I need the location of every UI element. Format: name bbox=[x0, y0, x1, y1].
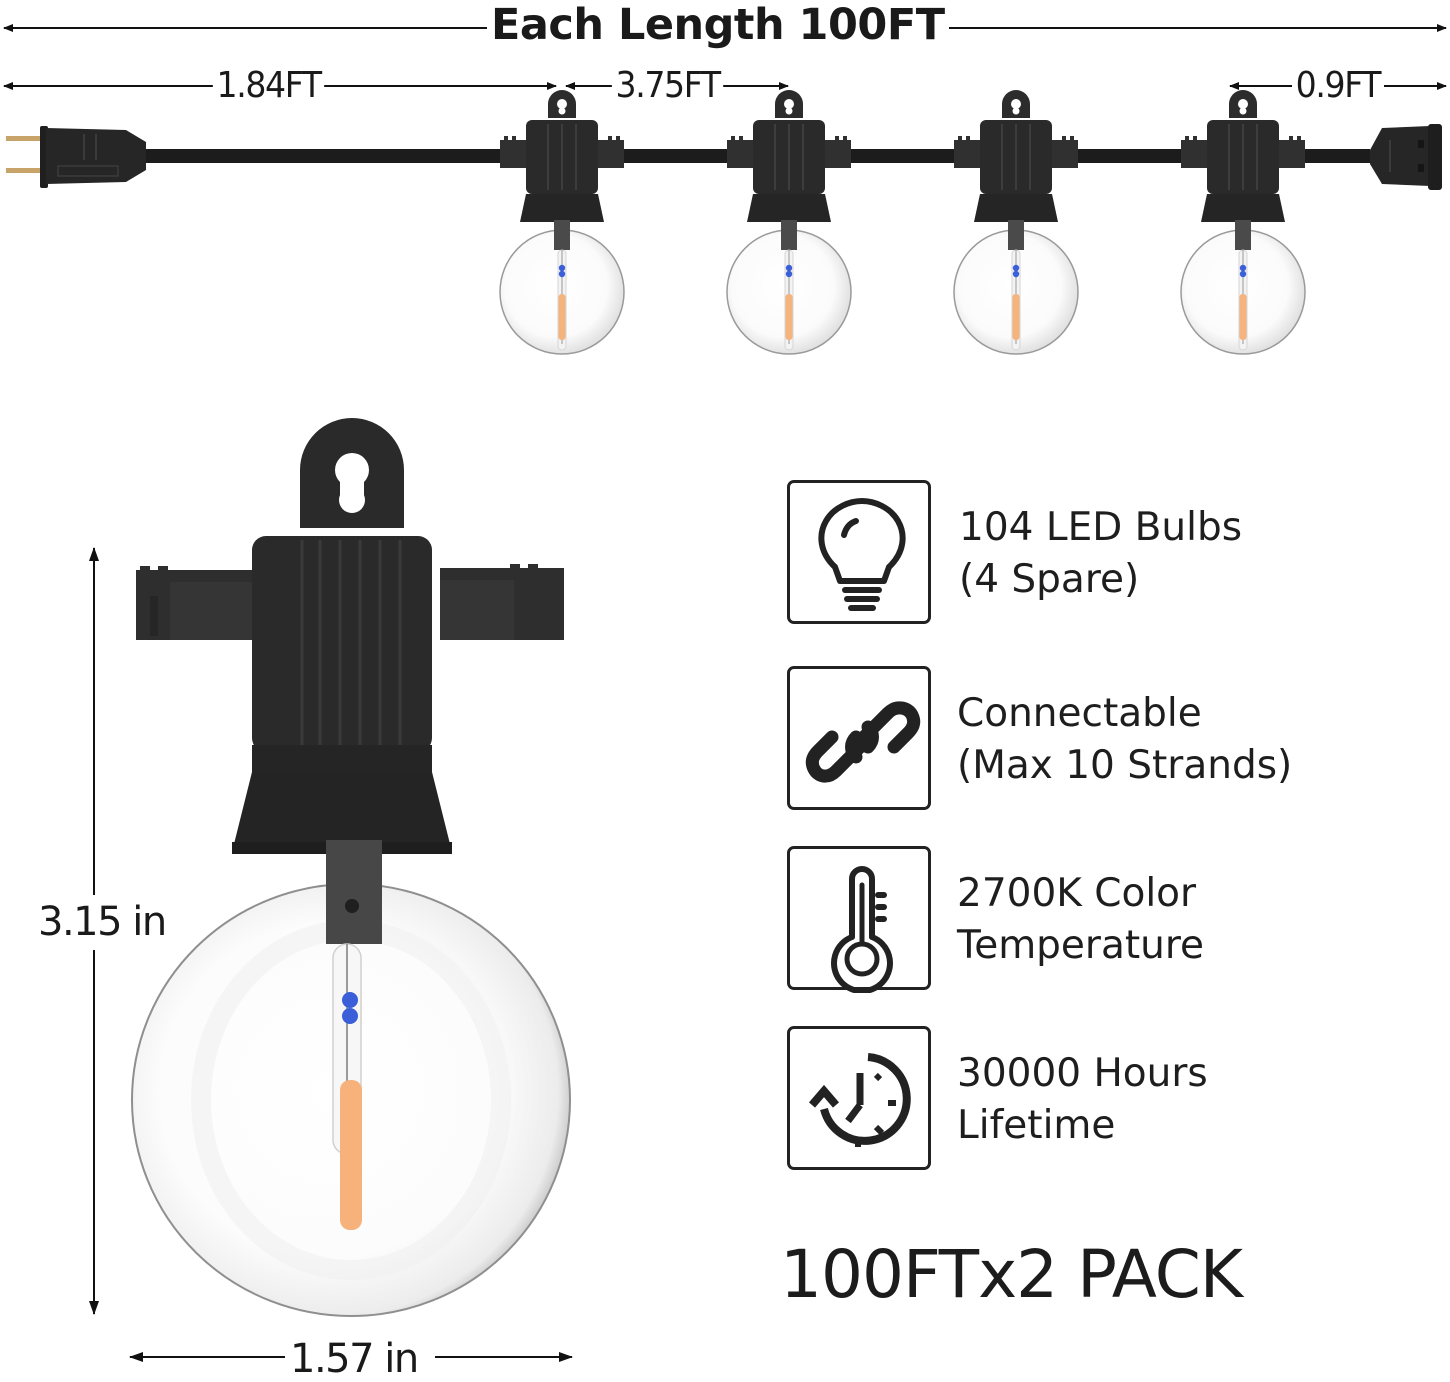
large-bulb-illustration bbox=[89, 418, 573, 1362]
strand-illustration bbox=[3, 24, 1447, 355]
feature-line-1: 2700K Color bbox=[957, 871, 1197, 916]
feature-line-2: Temperature bbox=[957, 923, 1205, 968]
feature-icon-frame bbox=[787, 480, 931, 624]
total-length-label: Each Length 100FT bbox=[487, 4, 949, 47]
feature-icon-frame bbox=[787, 1026, 931, 1170]
feature-color-temperature: 2700K Color Temperature bbox=[787, 846, 1307, 994]
feature-lifetime: 30000 Hours Lifetime bbox=[787, 1026, 1307, 1174]
feature-connectable: Connectable (Max 10 Strands) bbox=[787, 666, 1307, 814]
feature-line-1: 30000 Hours bbox=[957, 1051, 1208, 1096]
bulb-closeup: 3.15 in 1.57 in bbox=[0, 400, 640, 1379]
thermometer-icon bbox=[831, 866, 893, 993]
bulb-height-label: 3.15 in bbox=[34, 902, 170, 942]
feature-icon-frame bbox=[787, 846, 931, 993]
feature-line-1: 104 LED Bulbs bbox=[959, 505, 1243, 550]
feature-text: 2700K Color Temperature bbox=[957, 868, 1204, 972]
female-plug bbox=[1370, 124, 1442, 190]
feature-line-1: Connectable bbox=[957, 691, 1202, 736]
chain-link-icon bbox=[805, 701, 921, 783]
plug-to-first-bulb-label: 1.84FT bbox=[212, 68, 325, 104]
male-plug bbox=[6, 126, 146, 188]
feature-text: Connectable (Max 10 Strands) bbox=[957, 688, 1292, 792]
feature-bulbs: 104 LED Bulbs (4 Spare) bbox=[787, 480, 1307, 628]
last-bulb-to-end-label: 0.9FT bbox=[1291, 68, 1384, 104]
feature-line-2: (Max 10 Strands) bbox=[957, 743, 1293, 788]
clock-history-icon bbox=[808, 1053, 911, 1147]
feature-text: 104 LED Bulbs (4 Spare) bbox=[959, 502, 1242, 606]
strand-diagram: Each Length 100FT 1.84FT 3.75FT 0.9FT bbox=[0, 0, 1450, 380]
pack-size-label: 100FTx2 PACK bbox=[780, 1236, 1243, 1313]
bulb-width-label: 1.57 in bbox=[286, 1339, 422, 1379]
feature-text: 30000 Hours Lifetime bbox=[957, 1048, 1208, 1152]
light-bulb-icon bbox=[818, 498, 906, 611]
feature-line-2: Lifetime bbox=[957, 1103, 1116, 1148]
bulb-spacing-label: 3.75FT bbox=[611, 68, 724, 104]
feature-icon-frame bbox=[787, 666, 931, 810]
feature-line-2: (4 Spare) bbox=[959, 557, 1140, 602]
